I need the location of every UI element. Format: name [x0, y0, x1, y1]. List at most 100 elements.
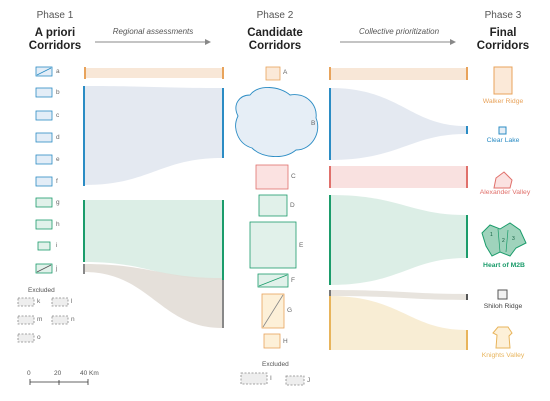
p2-label-C: C: [291, 173, 296, 180]
p2-label-D: D: [290, 202, 295, 209]
bar-p2-FGH: [222, 280, 224, 328]
bar-p3-knights: [466, 330, 468, 350]
p1-label-j: j: [56, 265, 58, 272]
p2-shape-G: [261, 293, 285, 329]
p3-label-alexander-valley: Alexander Valley: [479, 189, 531, 196]
p1-excluded-m: [17, 315, 35, 325]
p2-shape-F: [257, 273, 289, 288]
bar-p2r-A: [329, 67, 331, 80]
p1-box-d: [35, 132, 53, 143]
p2-excluded-label-I: I: [270, 375, 272, 382]
p3-shape-shiloh-ridge: [497, 289, 508, 300]
p1-excluded-label-o: o: [37, 334, 41, 341]
p1-excluded-label-n: n: [71, 316, 75, 323]
bar-p3-alexander: [466, 166, 468, 188]
flow-F-shiloh: [330, 290, 466, 300]
p2-shape-D: [258, 194, 288, 217]
bar-p1-a: [84, 67, 86, 79]
p1-box-g: [35, 197, 53, 208]
p1-label-d: d: [56, 134, 60, 141]
bar-p2-B: [222, 88, 224, 158]
p1-excluded-label-l: l: [71, 298, 73, 305]
scale-label-0: 0: [27, 370, 31, 377]
p2-label-F: F: [291, 277, 295, 284]
p1-box-h: [35, 219, 53, 230]
p1-label-a: a: [56, 68, 60, 75]
p3-heart-divider: [497, 228, 509, 253]
p2-label-G: G: [287, 307, 293, 314]
phase2-title: Phase 2: [256, 10, 294, 21]
p2-excluded-I: [240, 372, 268, 385]
p3-label-shiloh-ridge: Shiloh Ridge: [483, 303, 523, 310]
scale-label-20: 20: [54, 370, 62, 377]
p2-label-A: A: [283, 69, 288, 76]
p1-excluded-o: [17, 333, 35, 343]
p3-label-walker-ridge: Walker Ridge: [482, 98, 524, 105]
flow-B-clearlake: [330, 88, 466, 160]
p1-excluded-label-k: k: [37, 298, 41, 305]
p1-box-a: [35, 66, 53, 77]
flow-C-alexander: [330, 166, 466, 188]
p2-excluded-title: Excluded: [262, 361, 289, 368]
bar-p3-clearlake: [466, 126, 468, 134]
heart-sub-label-2: 2: [502, 238, 505, 244]
arrow-label-collective: Collective prioritization: [358, 27, 440, 36]
bar-p1-gj: [83, 200, 85, 262]
p1-label-b: b: [56, 89, 60, 96]
bar-p3-heart: [466, 215, 468, 258]
p2-shape-H: [263, 333, 281, 349]
p2-label-E: E: [299, 242, 304, 249]
p1-box-e: [35, 154, 53, 165]
p1-label-e: e: [56, 156, 60, 163]
phase3-subtitle-line1: Final: [489, 27, 517, 39]
p3-shape-alexander-valley: [493, 171, 513, 189]
p3-shape-heart-of-m2b: [481, 222, 527, 257]
p1-excluded-label-m: m: [37, 316, 43, 323]
p1-label-f: f: [56, 178, 58, 185]
p1-excluded-title: Excluded: [28, 287, 55, 294]
flow-GH-knights: [330, 296, 466, 350]
p1-box-b: [35, 87, 53, 98]
p3-shape-walker-ridge: [493, 66, 513, 95]
bar-p2r-C: [329, 166, 331, 188]
p2-excluded-J: [285, 375, 305, 386]
p1-label-c: c: [56, 112, 60, 119]
heart-sub-label-1: 1: [490, 232, 493, 238]
p2-excluded-label-J: J: [307, 377, 311, 384]
p1-label-i: i: [56, 242, 58, 249]
scale-bar: [29, 379, 89, 385]
phase2-subtitle-line2: Corridors: [248, 40, 302, 52]
bar-p1-j: [83, 264, 85, 274]
p3-shape-knights-valley: [492, 326, 513, 349]
p2-shape-B: [235, 87, 319, 157]
p2-shape-C: [255, 164, 289, 190]
p3-label-knights-valley: Knights Valley: [481, 352, 525, 359]
flow-DE-heart: [330, 195, 466, 285]
flow-bf-B: [84, 86, 222, 185]
bar-p2r-DE: [329, 195, 331, 285]
flow-A-walker: [330, 68, 466, 80]
p2-shape-E: [249, 221, 297, 269]
p1-label-g: g: [56, 199, 60, 206]
bar-p2-E: [222, 200, 224, 280]
p1-box-f: [35, 176, 53, 187]
bar-p2r-GH: [329, 296, 331, 350]
bar-p2r-F: [329, 290, 331, 296]
p1-box-j: [35, 263, 53, 274]
phase1-subtitle-line1: A priori: [34, 27, 76, 39]
bar-p2-A: [222, 67, 224, 79]
bar-p3-shiloh: [466, 294, 468, 300]
p2-label-H: H: [283, 338, 288, 345]
bar-p2r-B: [329, 88, 331, 160]
phase3-subtitle-line2: Corridors: [476, 40, 530, 52]
heart-sub-label-3: 3: [512, 236, 515, 242]
bar-p1-bf: [83, 86, 85, 186]
p3-shape-clear-lake: [498, 126, 507, 135]
p1-label-h: h: [56, 221, 60, 228]
p1-excluded-k: [17, 297, 35, 307]
p1-excluded-n: [51, 315, 69, 325]
p3-label-heart-of-m2b: Heart of M2B: [483, 262, 525, 269]
p2-shape-A: [265, 66, 281, 81]
p1-excluded-l: [51, 297, 69, 307]
